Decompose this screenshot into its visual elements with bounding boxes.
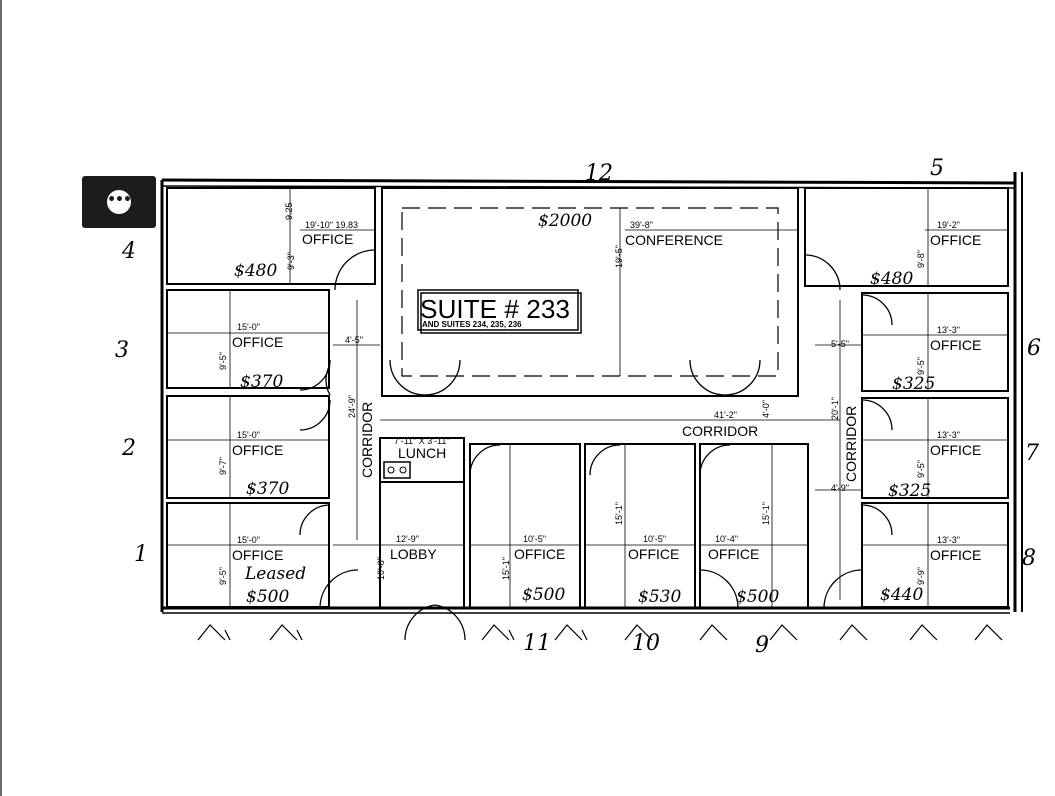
office-8-dim: 13'-3" bbox=[937, 535, 960, 545]
office-6-dim: 13'-3" bbox=[937, 325, 960, 335]
lobby-label: LOBBY bbox=[390, 546, 437, 562]
office-8-label: OFFICE bbox=[930, 547, 981, 563]
office-4-dim: 19'-10" 19.83 bbox=[305, 220, 358, 230]
office-9-label: OFFICE bbox=[708, 546, 759, 562]
office-5-label: OFFICE bbox=[930, 232, 981, 248]
room-number-3: 3 bbox=[115, 338, 129, 363]
lunch-label: LUNCH bbox=[398, 445, 446, 461]
room-number-5: 5 bbox=[930, 156, 944, 181]
office-8-dim-v: 9'-9" bbox=[916, 567, 926, 585]
room-number-9: 9 bbox=[755, 633, 769, 658]
suite-title: SUITE # 233 bbox=[420, 294, 570, 324]
office-3-dim: 15'-0" bbox=[237, 322, 260, 332]
office-7-price: $325 bbox=[888, 481, 931, 501]
suite-subtitle: AND SUITES 234, 235, 236 bbox=[422, 320, 522, 329]
corridor-center-dim-v: 4'-0" bbox=[761, 400, 771, 418]
room-number-2: 2 bbox=[121, 436, 136, 461]
room-number-6: 6 bbox=[1027, 336, 1041, 361]
office-9-price: $500 bbox=[736, 587, 779, 607]
office-4-price: $480 bbox=[234, 261, 277, 281]
office-11-dim: 10'-5" bbox=[523, 534, 546, 544]
office-10-price: $530 bbox=[638, 587, 681, 607]
office-5-dim: 19'-2" bbox=[937, 220, 960, 230]
more-horizontal-icon: ••• bbox=[107, 190, 132, 214]
office-9-dim: 10'-4" bbox=[715, 534, 738, 544]
room-number-4: 4 bbox=[121, 239, 136, 264]
corridor-right-dim-w2: 4'-9" bbox=[831, 483, 849, 493]
office-2-dim-v: 9'-7" bbox=[218, 457, 228, 475]
room-number-12: 12 bbox=[585, 161, 613, 186]
office-10-label: OFFICE bbox=[628, 546, 679, 562]
lobby-dim: 12'-9" bbox=[396, 534, 419, 544]
room-number-10: 10 bbox=[632, 631, 660, 656]
conference-price: $2000 bbox=[538, 211, 592, 231]
lunch-dim: 7'-11" X 3'-11" bbox=[394, 436, 450, 446]
office-1-dim-v: 9'-5" bbox=[218, 567, 228, 585]
office-4-label: OFFICE bbox=[302, 231, 353, 247]
room-number-1: 1 bbox=[134, 542, 148, 567]
office-1-label: OFFICE bbox=[232, 547, 283, 563]
office-2-label: OFFICE bbox=[232, 442, 283, 458]
office-3-label: OFFICE bbox=[232, 334, 283, 350]
office-7-label: OFFICE bbox=[930, 442, 981, 458]
office-11-label: OFFICE bbox=[514, 546, 565, 562]
office-11-dim-v: 15'-1" bbox=[501, 557, 511, 580]
corridor-center-label: CORRIDOR bbox=[682, 423, 758, 439]
more-options-button[interactable]: ••• bbox=[82, 176, 156, 228]
corridor-right-label: CORRIDOR bbox=[843, 406, 859, 482]
conference-dim-v: 19'-5" bbox=[614, 245, 624, 268]
office-1-dim: 15'-0" bbox=[237, 535, 260, 545]
room-number-11: 11 bbox=[523, 631, 551, 656]
room-number-8: 8 bbox=[1022, 546, 1036, 571]
office-2-dim: 15'-0" bbox=[237, 430, 260, 440]
office-3-price: $370 bbox=[240, 372, 283, 392]
office-4-dim-top: 9.25 bbox=[284, 202, 294, 220]
conference-label: CONFERENCE bbox=[625, 232, 723, 248]
office-1-price: $500 bbox=[246, 587, 289, 607]
corridor-center-dim: 41'-2" bbox=[714, 410, 737, 420]
office-2-price: $370 bbox=[246, 479, 289, 499]
office-9-dim-v: 15'-1" bbox=[761, 502, 771, 525]
conference-dim: 39'-8" bbox=[630, 220, 653, 230]
office-5-price: $480 bbox=[870, 269, 913, 289]
office-5-dim-v: 9'-8" bbox=[916, 250, 926, 268]
room-number-7: 7 bbox=[1025, 441, 1039, 466]
office-1-note: Leased bbox=[244, 564, 306, 584]
page-edge bbox=[0, 0, 2, 796]
lobby-dim-v: 10'-8" bbox=[376, 557, 386, 580]
office-10-dim: 10'-5" bbox=[643, 534, 666, 544]
office-11-price: $500 bbox=[522, 585, 565, 605]
office-8-price: $440 bbox=[880, 585, 923, 605]
office-7-dim: 13'-3" bbox=[937, 430, 960, 440]
office-3-dim-v: 9'-5" bbox=[218, 352, 228, 370]
corridor-right-dim-w: 5'-5" bbox=[831, 339, 849, 349]
office-7-dim-v: 9'-5" bbox=[916, 460, 926, 478]
corridor-left-label: CORRIDOR bbox=[359, 402, 375, 478]
office-10-dim-v: 15'-1" bbox=[614, 502, 624, 525]
office-6-price: $325 bbox=[892, 374, 935, 394]
corridor-left-dim-w: 4'-5" bbox=[345, 335, 363, 345]
office-6-label: OFFICE bbox=[930, 337, 981, 353]
office-6-dim-v: 9'-5" bbox=[916, 357, 926, 375]
office-4-dim-v: 9'-3" bbox=[286, 252, 296, 270]
corridor-right-dim: 20'-1" bbox=[830, 397, 840, 420]
corridor-left-dim: 24'-9" bbox=[347, 395, 357, 418]
